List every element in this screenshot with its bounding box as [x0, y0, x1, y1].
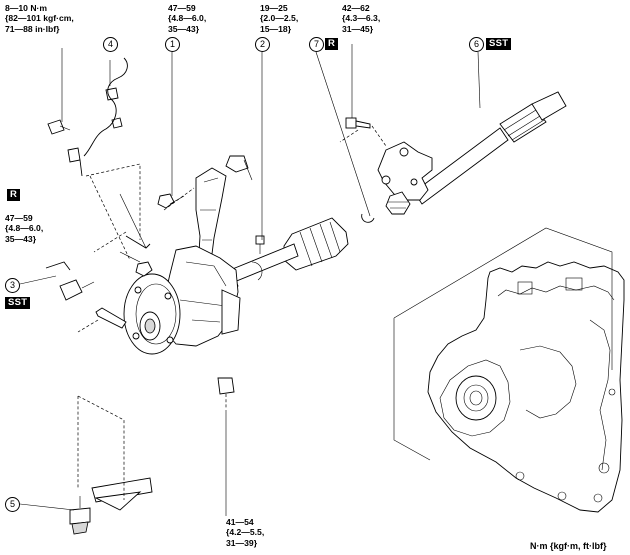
- label-leaders: [19, 44, 481, 516]
- torque-spec-knuckle-bolt: 19—25 {2.0—2.5, 15—18}: [260, 3, 299, 34]
- torque-spec-abs-sensor: 8—10 N·m {82—101 kgf·cm, 71—88 in·lbf}: [5, 3, 74, 34]
- tag-replace-cotter-pin: R: [7, 189, 21, 201]
- callout-3: 3: [5, 278, 20, 293]
- callout-2: 2: [255, 37, 270, 52]
- tag-replace-clip: R: [325, 38, 339, 50]
- hub-bolt: [95, 307, 127, 329]
- bolt-2: [255, 235, 265, 245]
- wheel-hub: [123, 273, 181, 355]
- tie-rod-end: [45, 261, 95, 301]
- torque-units-note: N·m {kgf·m, ft·lbf}: [530, 541, 607, 551]
- transaxle-case: [427, 261, 625, 513]
- leader-frame: [393, 227, 613, 461]
- tag-sst-tie-rod: SST: [5, 297, 31, 309]
- tie-rod-nut: [135, 261, 153, 277]
- tag-sst-joint-shaft: SST: [486, 38, 512, 50]
- joint-shaft: [377, 91, 567, 215]
- callout-1: 1: [165, 37, 180, 52]
- callout-4: 4: [103, 37, 118, 52]
- callout-5: 5: [5, 497, 20, 512]
- cotter-pin: [125, 235, 151, 249]
- torque-spec-tie-rod-nut: 47—59 {4.8—6.0, 35—43}: [5, 213, 44, 244]
- torque-spec-bearing-support-bolt: 42—62 {4.3—6.3, 31—45}: [342, 3, 381, 34]
- dashed-leaders: [77, 129, 359, 500]
- torque-spec-stabilizer-nut: 47—59 {4.8—6.0, 35—43}: [168, 3, 207, 34]
- callout-7: 7: [309, 37, 324, 52]
- hub-nut: [217, 377, 235, 395]
- bearing-support-bolt: [345, 117, 387, 147]
- callout-6: 6: [469, 37, 484, 52]
- clip: [361, 213, 375, 223]
- torque-spec-hub-nut: 41—54 {4.2—5.5, 31—39}: [226, 517, 265, 548]
- stabilizer-nut: [157, 193, 175, 209]
- abs-sensor: [47, 57, 128, 177]
- lower-arm: [69, 477, 153, 535]
